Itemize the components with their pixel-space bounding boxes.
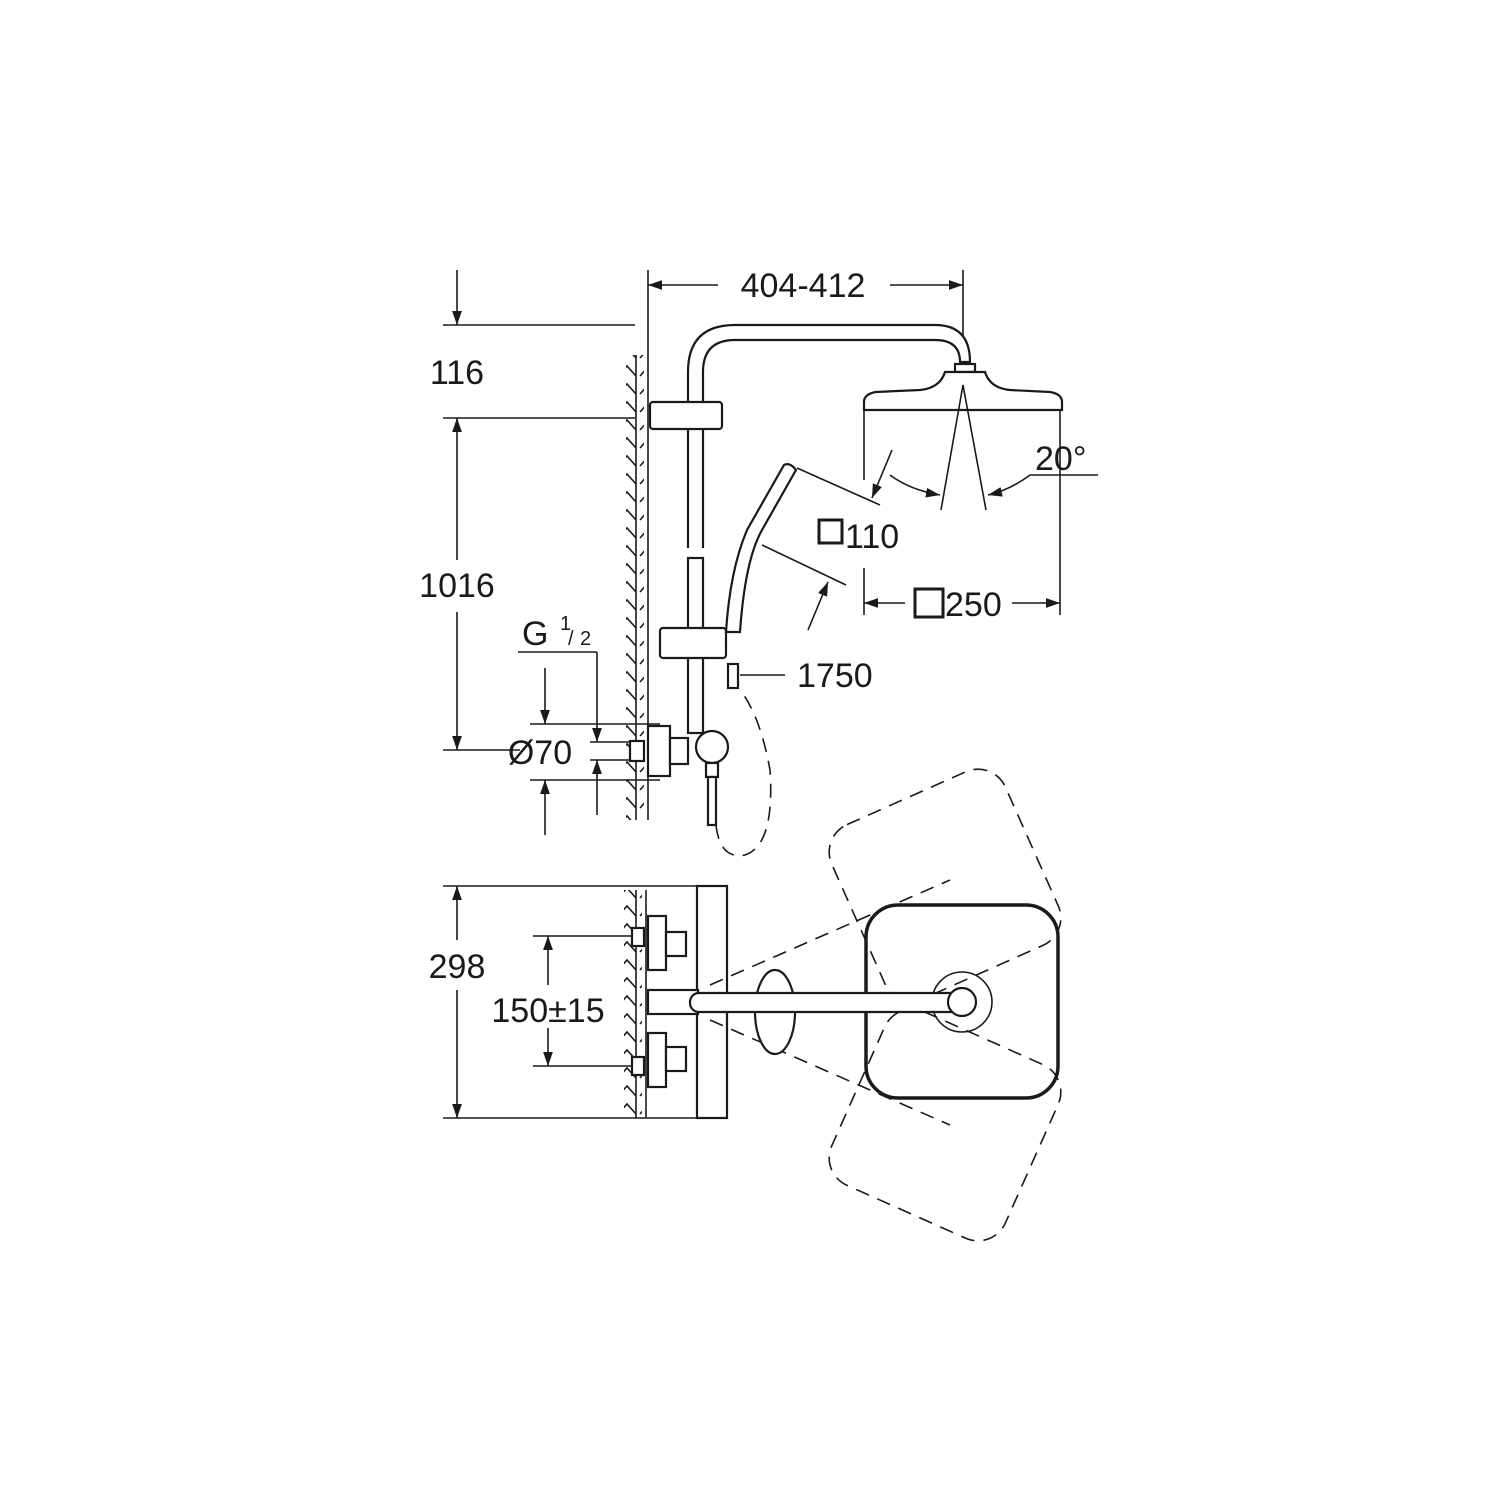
dim-label-rail-height: 1016	[419, 567, 495, 605]
thread-denominator: 2	[580, 628, 591, 650]
shower-riser: 1750	[648, 323, 972, 735]
hand-shower: 110	[724, 449, 899, 634]
dim-top-offset: 116	[430, 270, 635, 419]
mixer-elevation	[628, 689, 772, 857]
plan-view: 298 150±15	[429, 768, 1062, 1242]
wall-bracket-top	[648, 400, 724, 431]
dim-thread: G 1 / 2	[518, 613, 635, 815]
dim-label-head-shower: 250	[945, 586, 1002, 624]
dim-label-spray-angle: 20°	[1035, 440, 1086, 478]
dim-label-inlet-spacing: 150±15	[491, 992, 604, 1030]
thread-numerator: 1	[560, 613, 571, 635]
head-shower: 20° 250	[862, 362, 1098, 624]
square-symbol-icon	[817, 518, 844, 545]
shower-arm-plan	[688, 991, 977, 1014]
dim-label-hand-shower: 110	[845, 518, 899, 556]
dim-label-arm-projection: 404-412	[741, 267, 866, 305]
rotation-range-dashed	[709, 768, 1062, 1242]
dim-label-mixer-height: 298	[429, 948, 486, 986]
hose-connector	[726, 662, 740, 690]
slider	[658, 626, 728, 660]
square-symbol-icon	[913, 587, 945, 619]
dim-label-top-offset: 116	[430, 354, 484, 392]
dim-rosette: Ø70	[508, 668, 660, 835]
thread-label: G	[522, 615, 548, 653]
dim-label-hose-length: 1750	[797, 657, 873, 695]
fraction-slash: /	[568, 628, 574, 650]
dim-rail-height: 1016	[419, 418, 520, 751]
dim-label-rosette: Ø70	[508, 734, 572, 772]
elevation-view: 404-412 116 1016 G 1 / 2	[419, 267, 1098, 857]
